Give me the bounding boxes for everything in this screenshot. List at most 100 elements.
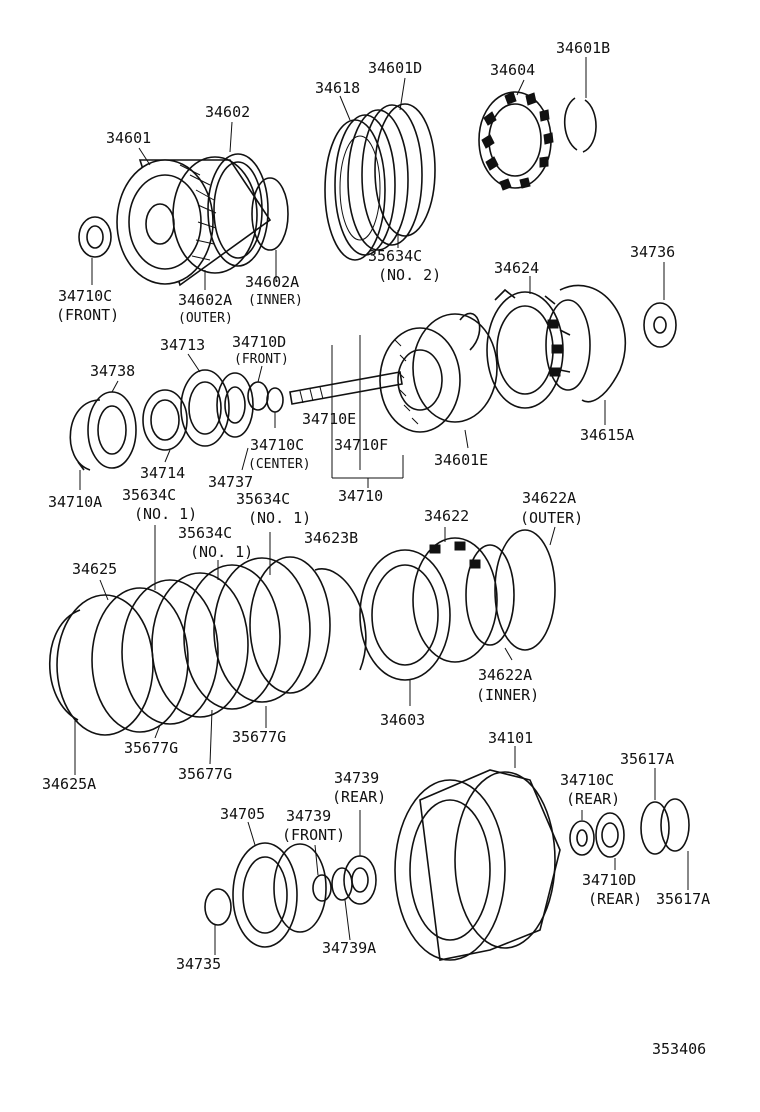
snap-ring-34623b <box>314 568 367 671</box>
bearing-34714 <box>142 389 188 451</box>
seal-rings-35617a <box>640 798 690 855</box>
label-34601e: 34601E <box>434 451 489 469</box>
label-34739-front: 34739 <box>286 807 332 825</box>
snap-ring-34710a <box>69 399 101 471</box>
label-34101: 34101 <box>488 729 534 747</box>
label-34710c-front-sub: (FRONT) <box>56 306 120 324</box>
label-35634c-a: 35634C <box>122 486 177 504</box>
label-35634c-c: 35634C <box>236 490 291 508</box>
transmission-case-34101 <box>394 769 561 961</box>
label-34739-rear-sub: (REAR) <box>332 788 387 806</box>
label-35634c-b-sub: (NO. 1) <box>190 543 254 561</box>
bearing-34710c-front <box>78 216 112 258</box>
sun-gear-shaft-34710 <box>289 371 403 405</box>
label-34602a-outer-sub: (OUTER) <box>178 311 233 326</box>
clutch-drum-34601 <box>116 156 272 287</box>
washer-34735 <box>204 888 232 926</box>
label-34604: 34604 <box>490 61 536 79</box>
label-34710f: 34710F <box>334 436 389 454</box>
snap-ring-34602 <box>207 153 269 267</box>
label-35634c-no2-sub: (NO. 2) <box>378 266 442 284</box>
hub-34737 <box>216 372 254 438</box>
gear-34738 <box>87 391 137 469</box>
label-34602a-inner-sub: (INNER) <box>248 293 303 308</box>
label-34601d: 34601D <box>368 59 423 77</box>
clutch-pack-35634c-35677g <box>56 556 331 736</box>
figure-number: 353406 <box>652 1040 707 1058</box>
label-34601b: 34601B <box>556 39 611 57</box>
label-34602a-inner: 34602A <box>245 273 300 291</box>
label-34710c-center-sub: (CENTER) <box>248 457 311 472</box>
bearing-34739-rear <box>343 855 377 905</box>
leader-lines <box>74 57 689 955</box>
label-34622a-outer: 34622A <box>522 489 577 507</box>
label-34623b: 34623B <box>304 529 359 547</box>
label-34713: 34713 <box>160 336 206 354</box>
bearing-34710c-center <box>266 387 284 413</box>
label-34603: 34603 <box>380 711 426 729</box>
thrust-washer-34736 <box>643 302 677 348</box>
bearing-34739-front <box>312 874 332 902</box>
label-34615a: 34615A <box>580 426 635 444</box>
label-34622a-inner-sub: (INNER) <box>476 686 540 704</box>
label-34710c-front: 34710C <box>58 287 113 305</box>
label-34710d-front: 34710D <box>232 333 287 351</box>
label-35634c-c-sub: (NO. 1) <box>248 509 312 527</box>
label-34738: 34738 <box>90 362 136 380</box>
bearing-34710c-rear <box>569 820 595 856</box>
label-35677g-a: 35677G <box>124 739 179 757</box>
snap-ring-34615a <box>559 284 626 403</box>
bearing-34710d-front <box>247 381 269 411</box>
label-34735: 34735 <box>176 955 222 973</box>
label-34739-rear: 34739 <box>334 769 380 787</box>
label-34710d-rear: 34710D <box>582 871 637 889</box>
seal-ring-34622a-outer <box>494 529 556 651</box>
label-34622a-outer-sub: (OUTER) <box>520 509 584 527</box>
clutch-plates-34618 <box>324 103 436 261</box>
seal-ring-34602a-inner <box>251 177 289 251</box>
label-35617a-top: 35617A <box>620 750 675 768</box>
piston-34622 <box>412 537 498 663</box>
label-34622a-inner: 34622A <box>478 666 533 684</box>
gear-34705 <box>232 842 327 948</box>
planetary-gear-34624 <box>486 288 591 409</box>
one-way-clutch-34604 <box>478 91 554 191</box>
label-34710e: 34710E <box>302 410 357 428</box>
label-34710d-rear-sub: (REAR) <box>588 890 643 908</box>
snap-ring-34625a <box>49 609 81 721</box>
label-34710a: 34710A <box>48 493 103 511</box>
label-34736: 34736 <box>630 243 676 261</box>
label-34710d-front-sub: (FRONT) <box>234 352 289 367</box>
label-35617a-bottom: 35617A <box>656 890 711 908</box>
label-34602: 34602 <box>205 103 251 121</box>
label-34737: 34737 <box>208 473 254 491</box>
label-35634c-no2: 35634C <box>368 247 423 265</box>
label-34714: 34714 <box>140 464 186 482</box>
bearing-34710d-rear <box>595 812 625 858</box>
label-34705: 34705 <box>220 805 266 823</box>
label-34602a-outer: 34602A <box>178 291 233 309</box>
label-34624: 34624 <box>494 259 540 277</box>
label-34739a: 34739A <box>322 939 377 957</box>
label-34739-front-sub: (FRONT) <box>282 826 346 844</box>
label-34622: 34622 <box>424 507 470 525</box>
clutch-drum-34603 <box>359 549 451 681</box>
seal-ring-34622a-inner <box>465 544 515 646</box>
label-34710c-rear-sub: (REAR) <box>566 790 621 808</box>
label-34601: 34601 <box>106 129 152 147</box>
label-34618: 34618 <box>315 79 361 97</box>
snap-ring-34601b <box>563 97 597 153</box>
label-34710c-rear: 34710C <box>560 771 615 789</box>
label-34710: 34710 <box>338 487 384 505</box>
label-35634c-a-sub: (NO. 1) <box>134 505 198 523</box>
label-35677g-c: 35677G <box>232 728 287 746</box>
label-35634c-b: 35634C <box>178 524 233 542</box>
label-35677g-b: 35677G <box>178 765 233 783</box>
label-34625: 34625 <box>72 560 118 578</box>
bearing-34739a <box>331 867 353 901</box>
label-34625a: 34625A <box>42 775 97 793</box>
gear-34713 <box>180 369 230 447</box>
label-34710c-center: 34710C <box>250 436 305 454</box>
